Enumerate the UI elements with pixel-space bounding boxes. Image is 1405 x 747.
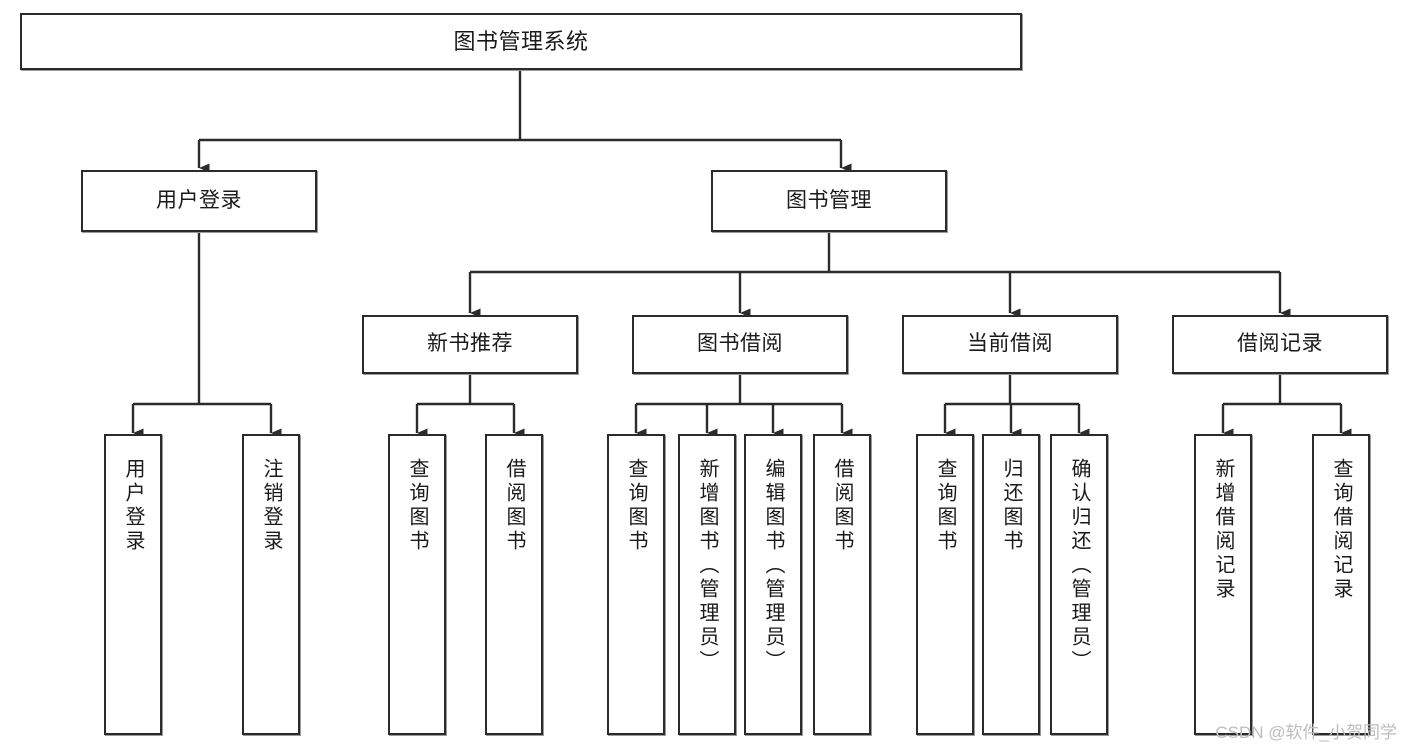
leaf-confirm-return-admin[interactable]: 确认归还（管理员）	[1050, 434, 1108, 735]
node-label: 用户登录	[122, 458, 144, 554]
node-label: 当前借阅	[967, 332, 1053, 356]
leaf-borrow-book-recommend[interactable]: 借阅图书	[485, 434, 543, 735]
node-label: 图书管理系统	[453, 28, 589, 54]
node-label: 图书借阅	[697, 332, 783, 356]
node-label: 新增图书（管理员）	[696, 458, 718, 674]
node-label: 新增借阅记录	[1212, 458, 1234, 602]
node-label: 借阅记录	[1237, 332, 1323, 356]
node-root-system[interactable]: 图书管理系统	[20, 13, 1022, 70]
leaf-return-book[interactable]: 归还图书	[982, 434, 1040, 735]
leaf-query-borrow-record[interactable]: 查询借阅记录	[1312, 434, 1370, 735]
node-book-borrow[interactable]: 图书借阅	[632, 315, 848, 374]
node-borrow-record[interactable]: 借阅记录	[1172, 315, 1388, 374]
leaf-user-login[interactable]: 用户登录	[104, 434, 162, 735]
leaf-add-book-admin[interactable]: 新增图书（管理员）	[678, 434, 736, 735]
leaf-borrow-book[interactable]: 借阅图书	[813, 434, 871, 735]
leaf-query-book-borrow[interactable]: 查询图书	[607, 434, 665, 735]
node-label: 查询图书	[934, 458, 956, 554]
node-user-login[interactable]: 用户登录	[81, 170, 317, 232]
node-label: 借阅图书	[831, 458, 853, 554]
node-label: 新书推荐	[427, 332, 513, 356]
leaf-edit-book-admin[interactable]: 编辑图书（管理员）	[744, 434, 802, 735]
leaf-query-book-recommend[interactable]: 查询图书	[388, 434, 446, 735]
leaf-query-book-current[interactable]: 查询图书	[916, 434, 974, 735]
node-label: 借阅图书	[503, 458, 525, 554]
node-label: 归还图书	[1000, 458, 1022, 554]
node-label: 编辑图书（管理员）	[762, 458, 784, 674]
node-label: 查询图书	[625, 458, 647, 554]
node-label: 确认归还（管理员）	[1068, 458, 1090, 674]
node-label: 图书管理	[786, 188, 872, 212]
node-current-borrow[interactable]: 当前借阅	[902, 315, 1118, 374]
node-label: 查询图书	[406, 458, 428, 554]
node-book-manage[interactable]: 图书管理	[711, 170, 947, 232]
leaf-logout[interactable]: 注销登录	[242, 434, 300, 735]
node-label: 用户登录	[156, 188, 242, 212]
leaf-add-borrow-record[interactable]: 新增借阅记录	[1194, 434, 1252, 735]
node-new-book-recommend[interactable]: 新书推荐	[362, 315, 578, 374]
node-label: 注销登录	[260, 458, 282, 554]
node-label: 查询借阅记录	[1330, 458, 1352, 602]
